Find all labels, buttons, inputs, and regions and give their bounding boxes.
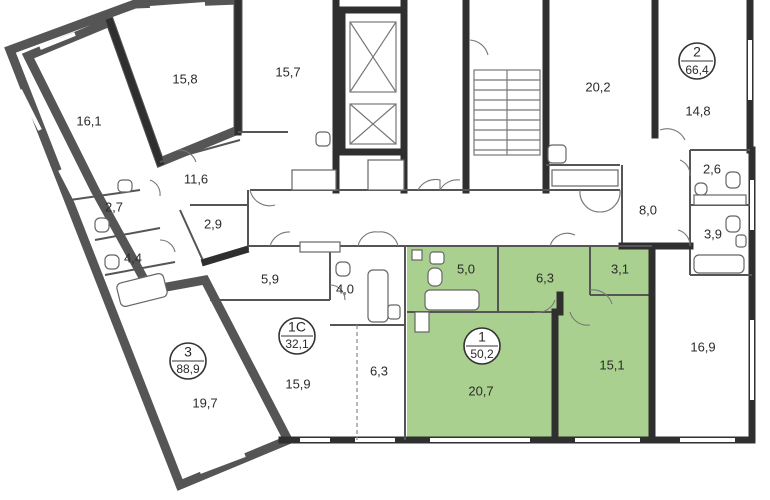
apartment-number-1c: 1С <box>288 319 306 335</box>
room-label-16-1: 16,1 <box>76 113 101 128</box>
room-label-16-9: 16,9 <box>690 339 715 354</box>
room-label-20-2: 20,2 <box>585 79 610 94</box>
room-label-3-1: 3,1 <box>611 261 629 276</box>
room-label-11-6: 11,6 <box>184 171 208 186</box>
room-label-4-0: 4,0 <box>336 281 354 296</box>
doors <box>149 39 691 326</box>
room-label-6-3-a: 6,3 <box>370 363 388 378</box>
room-label-2-9: 2,9 <box>204 216 222 231</box>
room-label-5-0: 5,0 <box>457 261 475 276</box>
room-label-2-6: 2,6 <box>703 161 721 176</box>
room-label-3-9: 3,9 <box>704 226 722 241</box>
room-labels: 15,8 15,7 16,1 11,6 2,7 2,9 4,4 5,9 4,0 … <box>76 64 722 410</box>
room-label-19-7: 19,7 <box>192 395 217 410</box>
windows <box>18 2 754 474</box>
apartment-badge-1[interactable]: 1 50,2 <box>463 327 501 365</box>
apartment-badge-2[interactable]: 2 66,4 <box>678 42 716 80</box>
room-label-2-7: 2,7 <box>105 199 123 214</box>
room-label-5-9: 5,9 <box>261 271 279 286</box>
room-label-4-4: 4,4 <box>124 250 142 265</box>
room-label-15-9: 15,9 <box>285 376 310 391</box>
apartment-number-3: 3 <box>184 344 192 360</box>
room-label-8-0: 8,0 <box>639 202 657 217</box>
apartment-badge-1c[interactable]: 1С 32,1 <box>278 317 316 355</box>
room-label-15-8: 15,8 <box>172 71 197 86</box>
room-label-15-7: 15,7 <box>275 64 300 79</box>
room-label-6-3-b: 6,3 <box>536 270 554 285</box>
apartment-area-1: 50,2 <box>470 347 494 361</box>
apartment-badge-3[interactable]: 3 88,9 <box>169 342 207 380</box>
apartment-number-1: 1 <box>478 329 486 345</box>
room-label-14-8: 14,8 <box>685 103 710 118</box>
room-label-20-7: 20,7 <box>468 383 493 398</box>
interior-walls <box>69 0 752 444</box>
apartment-area-1c: 32,1 <box>285 337 309 351</box>
fixtures <box>94 131 747 333</box>
apartment-area-2: 66,4 <box>685 63 709 77</box>
apartment-number-2: 2 <box>693 44 701 60</box>
apartment-area-3: 88,9 <box>176 362 200 376</box>
room-label-15-1: 15,1 <box>599 357 624 372</box>
left-wing-outline <box>4 0 295 491</box>
